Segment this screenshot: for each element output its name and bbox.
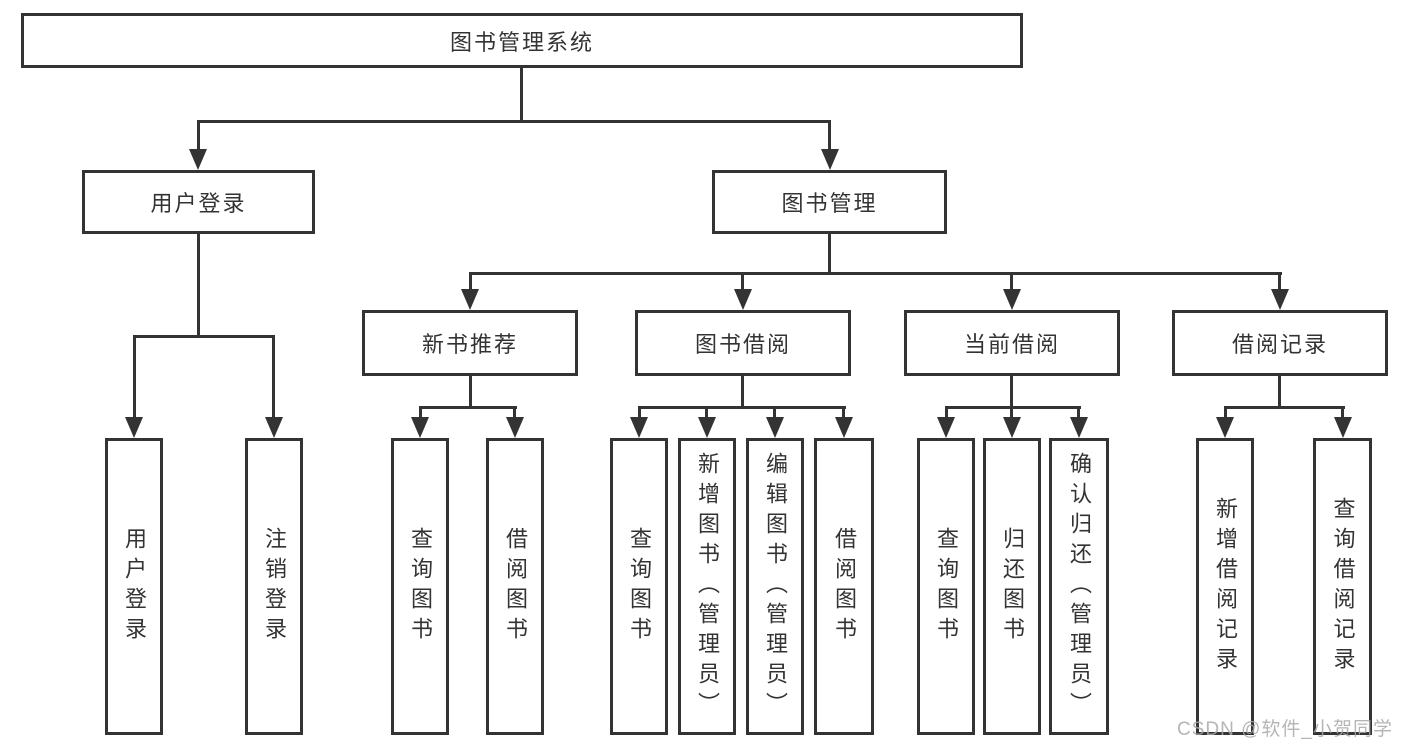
arrow-down-icon [1070, 417, 1088, 438]
node-label: 查询借阅记录 [1330, 496, 1356, 677]
node-borrow-records: 借阅记录 [1172, 310, 1388, 376]
connector-line [272, 335, 275, 420]
arrow-down-icon [1334, 417, 1352, 438]
leaf-user-login: 用户登录 [105, 438, 163, 735]
node-label: 新增图书（管理员） [695, 451, 720, 722]
arrow-down-icon [698, 417, 716, 438]
node-label: 注销登录 [262, 526, 287, 647]
node-label: 用户登录 [150, 191, 247, 216]
node-label: 新增借阅记录 [1213, 496, 1238, 677]
leaf-borrow-books-recommend: 借阅图书 [486, 438, 544, 735]
leaf-logout: 注销登录 [245, 438, 303, 735]
node-label: 当前借阅 [963, 332, 1060, 357]
connector-line [197, 120, 200, 152]
node-label: 确认归还（管理员） [1067, 451, 1092, 722]
arrow-down-icon [189, 149, 207, 170]
node-label: 新书推荐 [421, 332, 518, 357]
leaf-borrow-books: 借阅图书 [814, 438, 874, 735]
connector-line [828, 234, 831, 275]
leaf-edit-book-admin: 编辑图书（管理员） [746, 438, 804, 735]
connector-line [638, 406, 846, 409]
connector-line [1224, 406, 1345, 409]
arrow-down-icon [411, 417, 429, 438]
connector-line [842, 406, 845, 420]
node-label: 查询图书 [627, 526, 652, 647]
connector-line [469, 272, 1282, 275]
connector-line [741, 272, 744, 292]
connector-line [1341, 406, 1344, 420]
connector-line [1224, 406, 1227, 420]
node-label: 查询图书 [934, 526, 959, 647]
arrow-down-icon [835, 417, 853, 438]
arrow-down-icon [766, 417, 784, 438]
connector-line [469, 272, 472, 292]
arrow-down-icon [1003, 417, 1021, 438]
node-label: 图书借阅 [694, 332, 791, 357]
node-library-system: 图书管理系统 [21, 13, 1023, 68]
arrow-down-icon [265, 417, 283, 438]
node-label: 查询图书 [408, 526, 433, 647]
connector-line [741, 376, 744, 409]
connector-line [705, 406, 708, 420]
node-label: 图书管理系统 [449, 29, 594, 55]
connector-line [1010, 406, 1013, 420]
node-label: 图书管理 [781, 191, 878, 216]
csdn-watermark: CSDN @软件_小贺同学 [1177, 719, 1393, 740]
connector-line [133, 335, 136, 420]
connector-line [1010, 272, 1013, 292]
connector-line [133, 335, 275, 338]
node-user-login: 用户登录 [82, 170, 315, 234]
connector-line [520, 68, 523, 122]
arrow-down-icon [125, 417, 143, 438]
node-new-book-recommend: 新书推荐 [362, 310, 578, 376]
leaf-query-borrow-record: 查询借阅记录 [1313, 438, 1372, 735]
arrow-down-icon [461, 289, 479, 310]
node-label: 借阅记录 [1231, 332, 1328, 357]
leaf-confirm-return-admin: 确认归还（管理员） [1049, 438, 1109, 735]
connector-line [945, 406, 948, 420]
connector-line [1010, 376, 1013, 409]
node-label: 借阅图书 [832, 526, 857, 647]
node-label: 编辑图书（管理员） [763, 451, 788, 722]
leaf-add-borrow-record: 新增借阅记录 [1196, 438, 1254, 735]
node-label: 借阅图书 [503, 526, 528, 647]
connector-line [828, 120, 831, 152]
connector-line [1077, 406, 1080, 420]
connector-line [1278, 272, 1281, 292]
node-current-borrow: 当前借阅 [904, 310, 1120, 376]
arrow-down-icon [630, 417, 648, 438]
leaf-query-books-borrow: 查询图书 [610, 438, 668, 735]
connector-line [945, 406, 1081, 409]
node-book-borrow: 图书借阅 [635, 310, 851, 376]
leaf-query-books-recommend: 查询图书 [391, 438, 449, 735]
connector-line [513, 406, 516, 420]
connector-line [197, 234, 200, 338]
arrow-down-icon [1216, 417, 1234, 438]
connector-line [197, 120, 831, 123]
connector-line [469, 376, 472, 409]
connector-line [419, 406, 517, 409]
arrow-down-icon [734, 289, 752, 310]
arrow-down-icon [1003, 289, 1021, 310]
node-book-management: 图书管理 [712, 170, 947, 234]
node-label: 归还图书 [1000, 526, 1025, 647]
arrow-down-icon [937, 417, 955, 438]
node-label: 用户登录 [122, 526, 147, 647]
arrow-down-icon [506, 417, 524, 438]
arrow-down-icon [821, 149, 839, 170]
leaf-add-book-admin: 新增图书（管理员） [678, 438, 736, 735]
connector-line [1278, 376, 1281, 409]
arrow-down-icon [1271, 289, 1289, 310]
leaf-query-books-current: 查询图书 [917, 438, 975, 735]
connector-line [419, 406, 422, 420]
connector-line [638, 406, 641, 420]
leaf-return-book: 归还图书 [983, 438, 1041, 735]
connector-line [773, 406, 776, 420]
